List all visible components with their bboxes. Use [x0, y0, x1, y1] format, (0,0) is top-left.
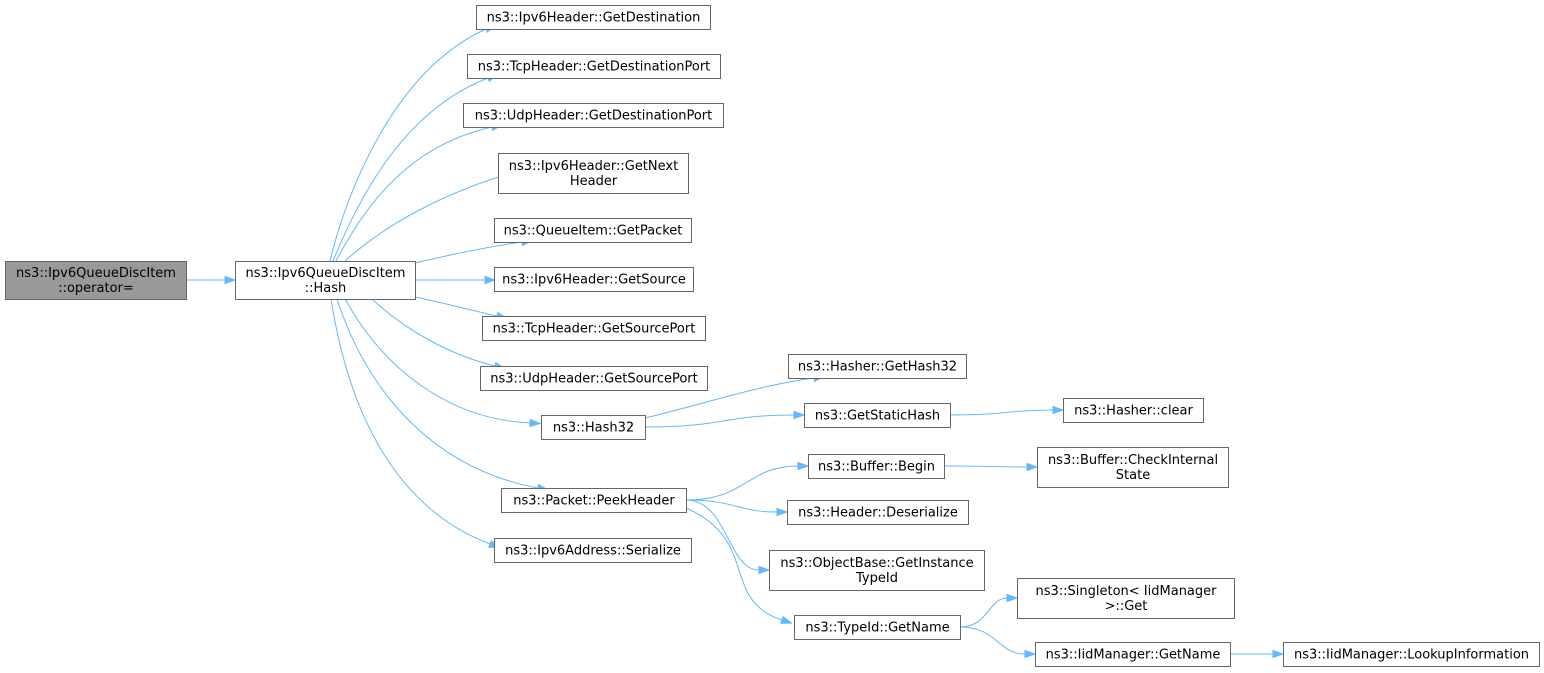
- node-label: State: [1116, 468, 1150, 483]
- node-box: [482, 316, 706, 341]
- node-box: [1017, 578, 1235, 619]
- edge-hash-to-serialize: [330, 298, 501, 549]
- node-label: ns3::Ipv6Header::GetDestination: [487, 11, 701, 26]
- node-label: ns3::Ipv6Header::GetSource: [502, 273, 686, 288]
- edge-iidgetname-to-lookup: [1230, 649, 1285, 659]
- edges-layer: [186, 24, 1285, 659]
- node-label: ns3::Ipv6Header::GetNext: [509, 159, 678, 174]
- node-box: [541, 415, 646, 440]
- edge-hash32-to-getstatichash: [644, 410, 806, 428]
- node-deserialize[interactable]: ns3::Header::Deserialize: [787, 500, 969, 525]
- node-box: [476, 5, 711, 30]
- nodes-layer: ns3::Ipv6QueueDiscItem::operator=ns3::Ip…: [5, 5, 1540, 667]
- node-hash[interactable]: ns3::Ipv6QueueDiscItem::Hash: [235, 261, 416, 300]
- node-label: ns3::Ipv6QueueDiscItem: [16, 266, 176, 281]
- edge-peekheader-to-begin: [685, 461, 810, 501]
- node-box: [494, 538, 692, 563]
- node-box: [769, 550, 985, 591]
- node-label: ns3::UdpHeader::GetSourcePort: [490, 372, 698, 387]
- node-box: [808, 454, 945, 479]
- node-label: ns3::IidManager::LookupInformation: [1294, 648, 1529, 663]
- node-box: [494, 267, 694, 292]
- node-peekheader[interactable]: ns3::Packet::PeekHeader: [501, 488, 687, 513]
- node-label: ns3::Header::Deserialize: [798, 506, 958, 521]
- edge-root-to-hash: [186, 275, 237, 285]
- node-getsource[interactable]: ns3::Ipv6Header::GetSource: [494, 267, 694, 292]
- node-root[interactable]: ns3::Ipv6QueueDiscItem::operator=: [5, 261, 187, 300]
- node-getstatichash[interactable]: ns3::GetStaticHash: [804, 403, 951, 428]
- node-label: ::Hash: [305, 281, 347, 296]
- edge-typeidgetname-to-iidgetname: [959, 626, 1037, 659]
- node-label: >::Get: [1105, 599, 1148, 614]
- edge-peekheader-to-getinstance: [685, 499, 771, 575]
- node-label: ns3::Buffer::CheckInternal: [1048, 453, 1218, 468]
- node-label: ns3::Hasher::GetHash32: [798, 360, 957, 375]
- node-getdest[interactable]: ns3::Ipv6Header::GetDestination: [476, 5, 711, 30]
- node-serialize[interactable]: ns3::Ipv6Address::Serialize: [494, 538, 692, 563]
- node-box: [1283, 642, 1540, 667]
- node-box: [235, 261, 416, 300]
- edge-hash-to-hash32: [344, 298, 542, 428]
- node-box: [1037, 447, 1229, 488]
- edge-typeidgetname-to-singletonget: [959, 593, 1019, 628]
- node-label: ns3::ObjectBase::GetInstance: [780, 556, 973, 571]
- node-box: [498, 153, 689, 194]
- node-udpdestport[interactable]: ns3::UdpHeader::GetDestinationPort: [463, 103, 724, 128]
- node-getpacket[interactable]: ns3::QueueItem::GetPacket: [494, 218, 692, 243]
- node-label: TypeId: [855, 571, 898, 586]
- node-label: ns3::IidManager::GetName: [1046, 648, 1221, 663]
- node-hash32[interactable]: ns3::Hash32: [541, 415, 646, 440]
- node-label: ns3::UdpHeader::GetDestinationPort: [475, 109, 712, 124]
- node-box: [5, 261, 187, 300]
- edge-peekheader-to-typeidgetname: [685, 507, 793, 624]
- node-label: ns3::Ipv6QueueDiscItem: [246, 266, 406, 281]
- node-hasherclear[interactable]: ns3::Hasher::clear: [1063, 398, 1204, 423]
- edge-getstatichash-to-hasherclear: [949, 405, 1065, 416]
- node-box: [788, 354, 967, 379]
- node-lookup[interactable]: ns3::IidManager::LookupInformation: [1283, 642, 1540, 667]
- edge-peekheader-to-deserialize: [685, 499, 789, 517]
- node-tcpdestport[interactable]: ns3::TcpHeader::GetDestinationPort: [467, 54, 721, 79]
- node-box: [787, 500, 969, 525]
- node-label: ns3::Hasher::clear: [1074, 404, 1193, 419]
- node-box: [494, 218, 692, 243]
- node-label: ns3::Buffer::Begin: [818, 460, 935, 475]
- node-box: [1063, 398, 1204, 423]
- node-box: [463, 103, 724, 128]
- node-label: ns3::TcpHeader::GetSourcePort: [493, 322, 696, 337]
- node-box: [794, 615, 961, 640]
- edge-hash-to-udpdestport: [335, 123, 504, 262]
- node-label: ns3::Ipv6Address::Serialize: [505, 544, 681, 559]
- node-tcpsrcport[interactable]: ns3::TcpHeader::GetSourcePort: [482, 316, 706, 341]
- node-box: [1035, 642, 1231, 667]
- node-box: [501, 488, 687, 513]
- node-box: [467, 54, 721, 79]
- node-iidgetname[interactable]: ns3::IidManager::GetName: [1035, 642, 1231, 667]
- node-label: ns3::GetStaticHash: [815, 409, 940, 424]
- edge-hash-to-tcpdestport: [332, 73, 499, 262]
- node-typeidgetname[interactable]: ns3::TypeId::GetName: [794, 615, 961, 640]
- node-label: ns3::QueueItem::GetPacket: [504, 224, 683, 239]
- node-begin[interactable]: ns3::Buffer::Begin: [808, 454, 945, 479]
- node-gethash32[interactable]: ns3::Hasher::GetHash32: [788, 354, 967, 379]
- node-label: Header: [570, 174, 618, 189]
- edge-hash-to-getsource: [415, 275, 497, 285]
- node-label: ns3::TypeId::GetName: [805, 621, 949, 636]
- node-box: [480, 366, 708, 391]
- edge-begin-to-checkinternal: [943, 462, 1039, 472]
- node-label: ns3::Hash32: [553, 421, 634, 436]
- node-label: ::operator=: [58, 281, 134, 296]
- node-singletonget[interactable]: ns3::Singleton< IidManager>::Get: [1017, 578, 1235, 619]
- node-label: ns3::TcpHeader::GetDestinationPort: [478, 60, 711, 75]
- node-label: ns3::Packet::PeekHeader: [513, 494, 675, 509]
- node-box: [804, 403, 951, 428]
- node-udpsrcport[interactable]: ns3::UdpHeader::GetSourcePort: [480, 366, 708, 391]
- node-label: ns3::Singleton< IidManager: [1035, 584, 1217, 599]
